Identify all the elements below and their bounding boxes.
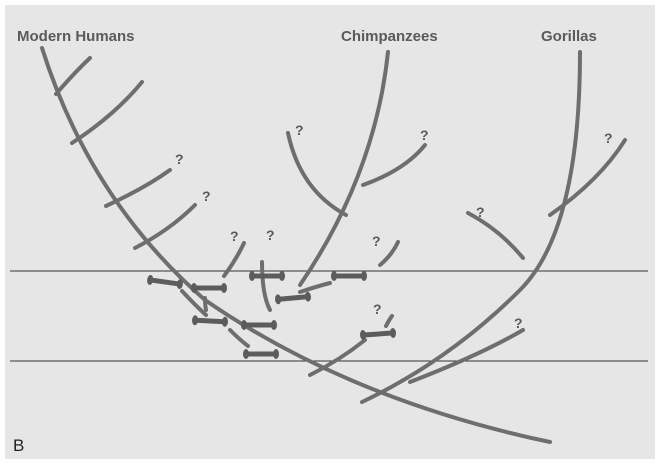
gorilla-side-branch [408,328,525,384]
human-side-branch [222,241,246,278]
chimpanzee-side-branch [361,143,427,187]
fossil-connection [378,240,400,267]
bone-icon [249,271,285,281]
uncertainty-mark: ? [372,233,381,249]
gorilla-side-branch [466,211,525,260]
human-side-branch [54,56,92,96]
bone-icon [360,327,396,341]
human-side-branch [104,168,172,208]
fossil-connection [228,328,250,348]
chimpanzee-lineage-trunk [298,50,390,287]
chimpanzee-side-branch [286,131,348,217]
panel-label: B [13,436,24,455]
bone-icon [241,320,277,330]
human-side-branch [133,203,197,250]
uncertainty-mark: ? [266,227,275,243]
bone-icon [275,291,311,305]
bone-icon [331,271,367,281]
bone-icon [191,283,227,293]
bone-icon [147,274,183,290]
human-side-branch [70,80,144,145]
uncertainty-mark: ? [202,188,211,204]
bone-icon [243,349,279,359]
uncertainty-mark: ? [604,130,613,146]
label-gorillas: Gorillas [541,28,597,45]
gorilla-side-branch [548,138,627,217]
fossil-connection [308,338,367,377]
uncertainty-mark: ? [420,127,429,143]
label-chimpanzees: Chimpanzees [341,28,438,45]
uncertainty-mark: ? [514,315,523,331]
fossil-connection [180,289,208,317]
bone-icon [192,315,228,327]
uncertainty-mark: ? [175,151,184,167]
fossil-connection [260,260,272,312]
chimpanzee-side-branch [298,281,332,294]
uncertainty-mark: ? [230,228,239,244]
uncertainty-mark: ? [295,122,304,138]
label-modern-humans: Modern Humans [17,28,135,45]
uncertainty-mark: ? [373,301,382,317]
fossil-connection [203,296,208,312]
fossil-connection [384,314,394,328]
uncertainty-mark: ? [476,204,485,220]
gorilla-lineage-trunk [360,50,582,404]
